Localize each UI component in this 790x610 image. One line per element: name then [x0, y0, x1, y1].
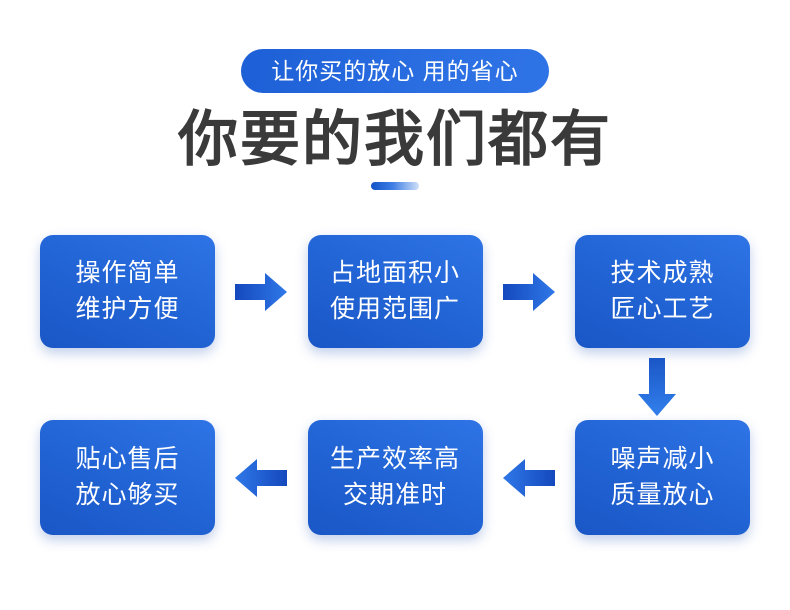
card-line-1: 操作简单 — [75, 259, 180, 287]
card-line-2: 放心够买 — [75, 480, 180, 509]
feature-card-low-noise[interactable]: 噪声减小 质量放心 — [575, 420, 750, 535]
feature-card-after-sales[interactable]: 贴心售后 放心够买 — [40, 420, 215, 535]
card-line-1: 生产效率高 — [329, 445, 460, 473]
arrow-left-icon — [235, 458, 288, 497]
card-line-1: 贴心售后 — [75, 445, 180, 473]
feature-card-production-efficiency[interactable]: 生产效率高 交期准时 — [307, 420, 483, 535]
title-divider-wrap — [0, 182, 790, 192]
card-line-2: 使用范围广 — [329, 294, 460, 323]
arrow-right-icon — [502, 272, 555, 311]
feature-card-operation-simple[interactable]: 操作简单 维护方便 — [40, 235, 215, 348]
arrow-left-icon — [502, 458, 555, 497]
card-line-2: 质量放心 — [610, 480, 715, 509]
flow-row-bottom: 贴心售后 放心够买 生产效率高 交期准时 噪声减小 质量放心 — [40, 420, 750, 535]
arrow-down-icon — [638, 358, 676, 416]
header-section: 让你买的放心 用的省心 你要的我们都有 — [0, 0, 790, 192]
gradient-divider-icon — [371, 182, 419, 190]
card-line-2: 维护方便 — [75, 294, 180, 323]
page-title: 你要的我们都有 — [178, 106, 612, 173]
feature-card-small-footprint[interactable]: 占地面积小 使用范围广 — [307, 235, 483, 348]
card-line-2: 匠心工艺 — [610, 294, 715, 323]
card-line-1: 噪声减小 — [610, 445, 715, 473]
card-line-1: 占地面积小 — [329, 259, 460, 287]
arrow-right-icon — [235, 272, 288, 311]
tagline-badge: 让你买的放心 用的省心 — [241, 49, 549, 93]
card-line-1: 技术成熟 — [610, 259, 715, 287]
feature-card-mature-technology[interactable]: 技术成熟 匠心工艺 — [575, 235, 750, 348]
flow-row-top: 操作简单 维护方便 占地面积小 使用范围广 技术成熟 匠心工艺 — [40, 235, 750, 348]
card-line-2: 交期准时 — [342, 480, 447, 509]
